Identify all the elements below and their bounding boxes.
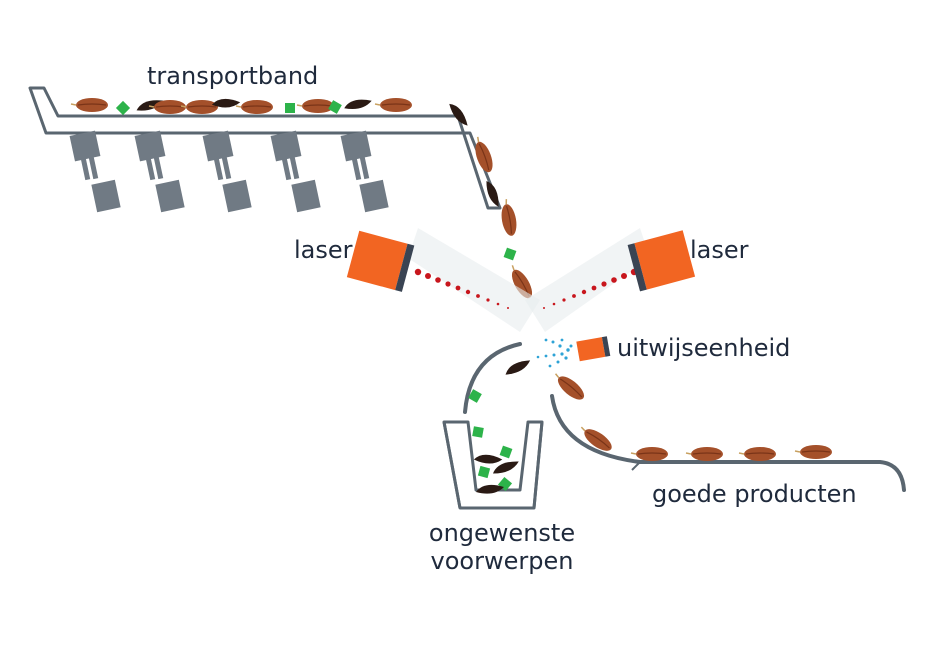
good-product-chute [550, 394, 906, 492]
reject-chute [463, 342, 522, 414]
laser-beams [408, 228, 650, 332]
rejects-label: ongewenste voorwerpen [412, 519, 592, 575]
rejects-label-line2: voorwerpen [430, 546, 574, 575]
conveyor-belt [28, 86, 502, 210]
air-jet [536, 338, 573, 368]
conveyor-label: transportband [147, 62, 319, 90]
laser-left [346, 230, 415, 292]
laser-right-label: laser [690, 236, 749, 264]
belt-items [70, 97, 413, 116]
laser-right [627, 230, 696, 292]
laser-left-label: laser [294, 236, 353, 264]
reject-bin [442, 420, 544, 510]
ejector-unit [536, 336, 611, 368]
ejector-label: uitwijseenheid [617, 334, 791, 362]
rejects-label-line1: ongewenste [428, 519, 576, 547]
conveyor-actuators [69, 130, 389, 213]
good-products-label: goede producten [652, 480, 857, 508]
